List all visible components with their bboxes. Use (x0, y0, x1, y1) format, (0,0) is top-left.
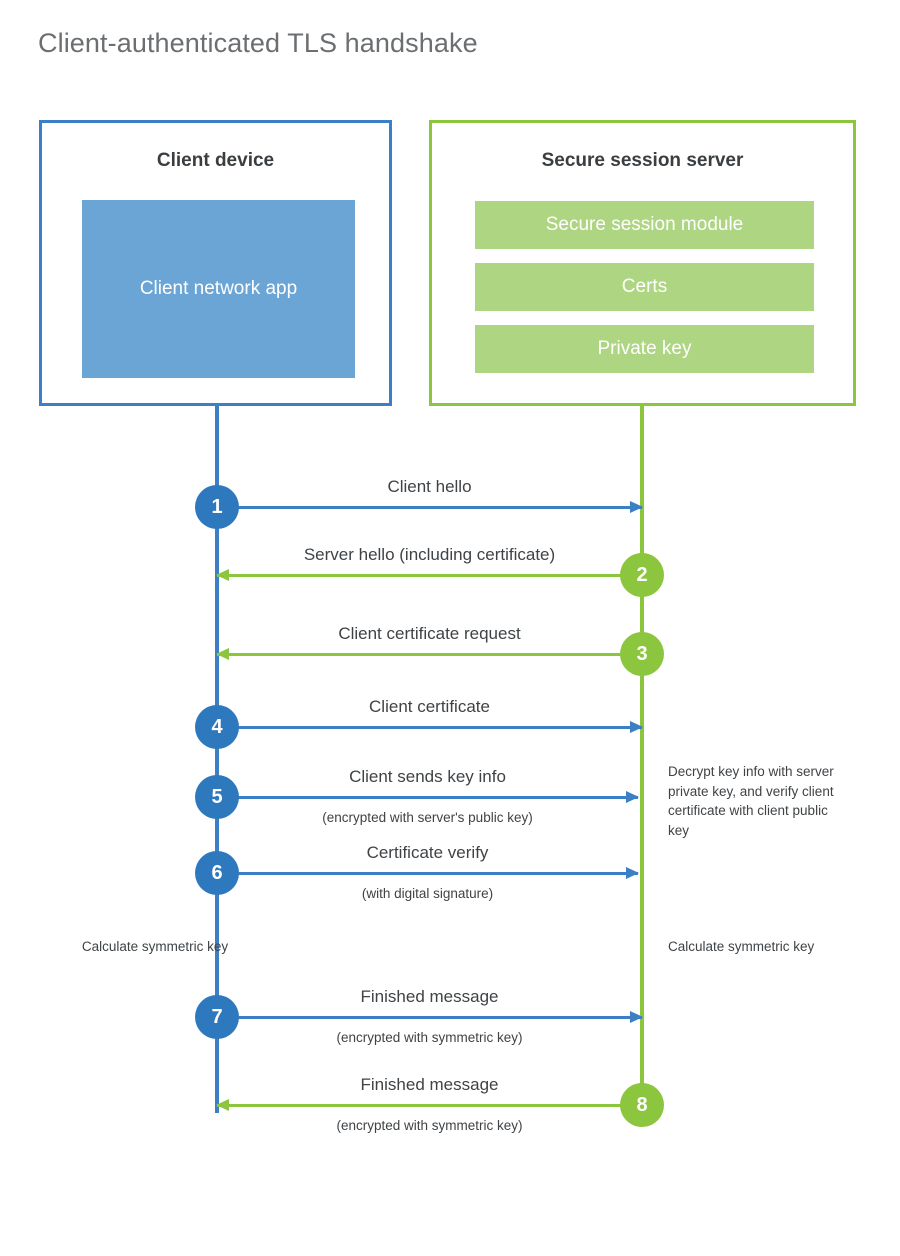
step-circle-3[interactable]: 3 (620, 632, 664, 676)
arrow-label-step-7: Finished message (360, 987, 499, 1006)
step-circle-8[interactable]: 8 (620, 1083, 664, 1127)
secure-session-server-title: Secure session server (541, 150, 744, 171)
arrowhead-right-icon (626, 867, 639, 879)
server-component-private-key: Private key (475, 325, 814, 373)
arrow-label-step-3: Client certificate request (338, 624, 521, 643)
client-lifeline (215, 406, 219, 1113)
client-network-app-block: Client network app (82, 200, 355, 378)
server-component-secure-session-module: Secure session module (475, 201, 814, 249)
step-circle-5[interactable]: 5 (195, 775, 239, 819)
arrow-label-step-1: Client hello (387, 477, 472, 496)
client-device-box: Client device Client network app (39, 120, 392, 406)
step-circle-4[interactable]: 4 (195, 705, 239, 749)
arrowhead-right-icon (630, 501, 643, 513)
arrow-step-4: Client certificate (217, 697, 643, 733)
step-circle-2[interactable]: 2 (620, 553, 664, 597)
arrow-step-3: Client certificate request (216, 624, 642, 660)
secure-session-server-box: Secure session server Secure session mod… (429, 120, 856, 406)
arrowhead-left-icon (216, 1099, 229, 1111)
arrow-sublabel-step-8: (encrypted with symmetric key) (336, 1118, 523, 1133)
server-lifeline (640, 406, 644, 1106)
arrowhead-left-icon (216, 648, 229, 660)
arrow-sublabel-step-5: (encrypted with server's public key) (322, 810, 533, 825)
step-circle-1[interactable]: 1 (195, 485, 239, 529)
arrow-step-8: Finished message (encrypted with symmetr… (216, 1075, 642, 1133)
arrow-sublabel-step-6: (with digital signature) (361, 886, 494, 901)
arrow-sublabel-step-7: (encrypted with symmetric key) (336, 1030, 523, 1045)
arrow-step-2: Server hello (including certificate) (216, 545, 642, 581)
arrow-step-5: Client sends key info (encrypted with se… (217, 767, 639, 825)
arrowhead-right-icon (626, 791, 639, 803)
arrow-label-step-5: Client sends key info (349, 767, 506, 786)
client-device-title: Client device (156, 150, 275, 171)
page-title: Client-authenticated TLS handshake (38, 28, 478, 58)
arrow-step-7: Finished message (encrypted with symmetr… (217, 987, 643, 1045)
step-circle-7[interactable]: 7 (195, 995, 239, 1039)
arrow-label-step-4: Client certificate (369, 697, 490, 716)
step-circle-6[interactable]: 6 (195, 851, 239, 895)
arrow-step-1: Client hello (217, 477, 643, 513)
client-calculate-symmetric-key-note: Calculate symmetric key (81, 939, 229, 954)
arrow-step-6: Certificate verify (with digital signatu… (217, 843, 639, 901)
arrowhead-right-icon (630, 721, 643, 733)
arrowhead-right-icon (630, 1011, 643, 1023)
arrow-label-step-6: Certificate verify (366, 843, 489, 862)
arrow-label-step-2: Server hello (including certificate) (303, 545, 556, 564)
server-decrypt-note: Decrypt key info with server private key… (668, 764, 834, 838)
server-calculate-symmetric-key-note: Calculate symmetric key (668, 939, 815, 954)
server-component-certs: Certs (475, 263, 814, 311)
arrow-label-step-8: Finished message (360, 1075, 499, 1094)
arrowhead-left-icon (216, 569, 229, 581)
